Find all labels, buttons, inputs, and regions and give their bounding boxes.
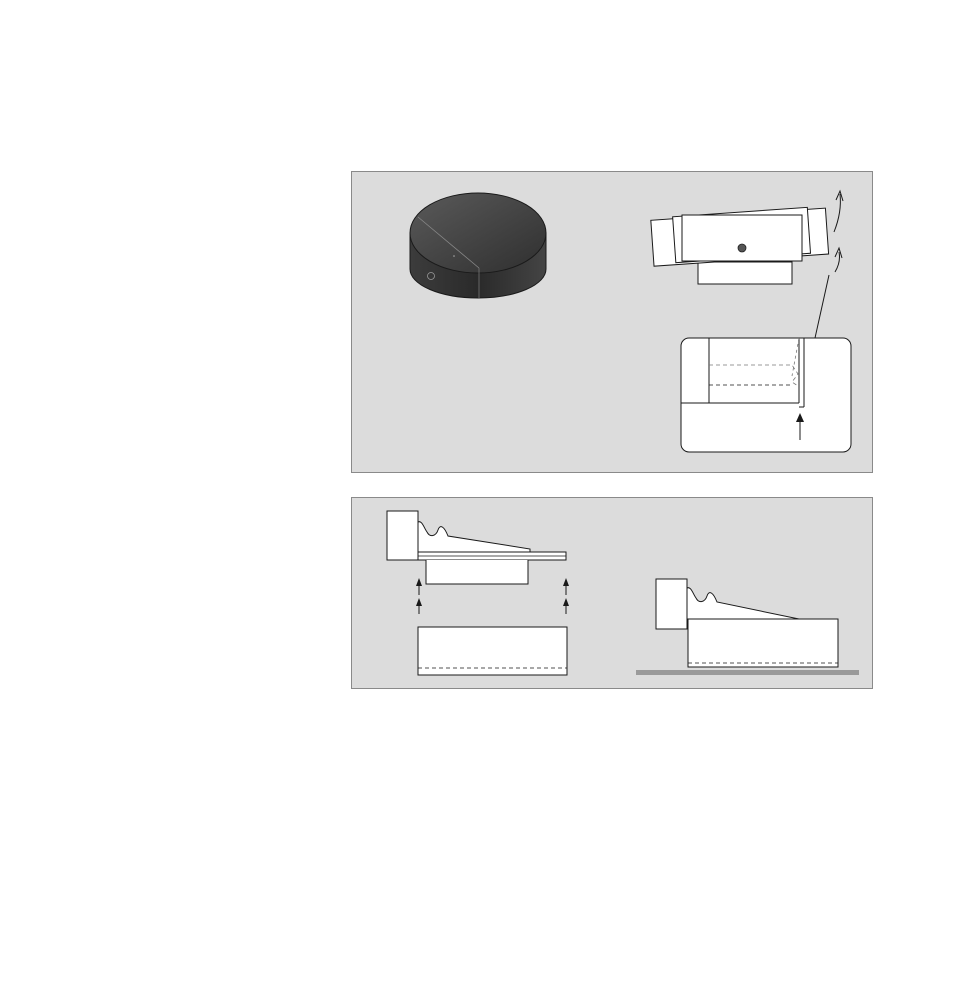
bracket-screw-icon — [738, 244, 746, 252]
device-top-face — [410, 193, 546, 273]
arrow-up-icon — [834, 194, 840, 232]
bracket-mounted-on-surface — [636, 579, 859, 675]
top-panel — [351, 171, 873, 473]
bracket-lift-off — [387, 511, 569, 675]
bracket-clamp — [656, 579, 687, 629]
bracket-cradle — [418, 522, 530, 552]
bottom-panel — [351, 497, 873, 689]
arrow-up-icon — [416, 578, 422, 614]
bracket-cradle — [687, 588, 799, 619]
speaker-base — [688, 619, 838, 667]
callout-leader — [815, 275, 829, 338]
callout-box — [681, 338, 851, 452]
bracket-mount-block — [426, 560, 528, 584]
top-panel-drawing — [352, 172, 874, 474]
detail-callout — [681, 338, 851, 452]
round-device-isometric — [410, 193, 546, 298]
mounting-surface — [636, 670, 859, 675]
bracket-base — [698, 262, 792, 284]
bracket-body — [682, 215, 802, 261]
bottom-panel-drawing — [352, 498, 874, 690]
bracket-side-view — [651, 191, 843, 284]
arrow-up-icon — [563, 578, 569, 614]
bracket-clamp — [387, 511, 418, 560]
